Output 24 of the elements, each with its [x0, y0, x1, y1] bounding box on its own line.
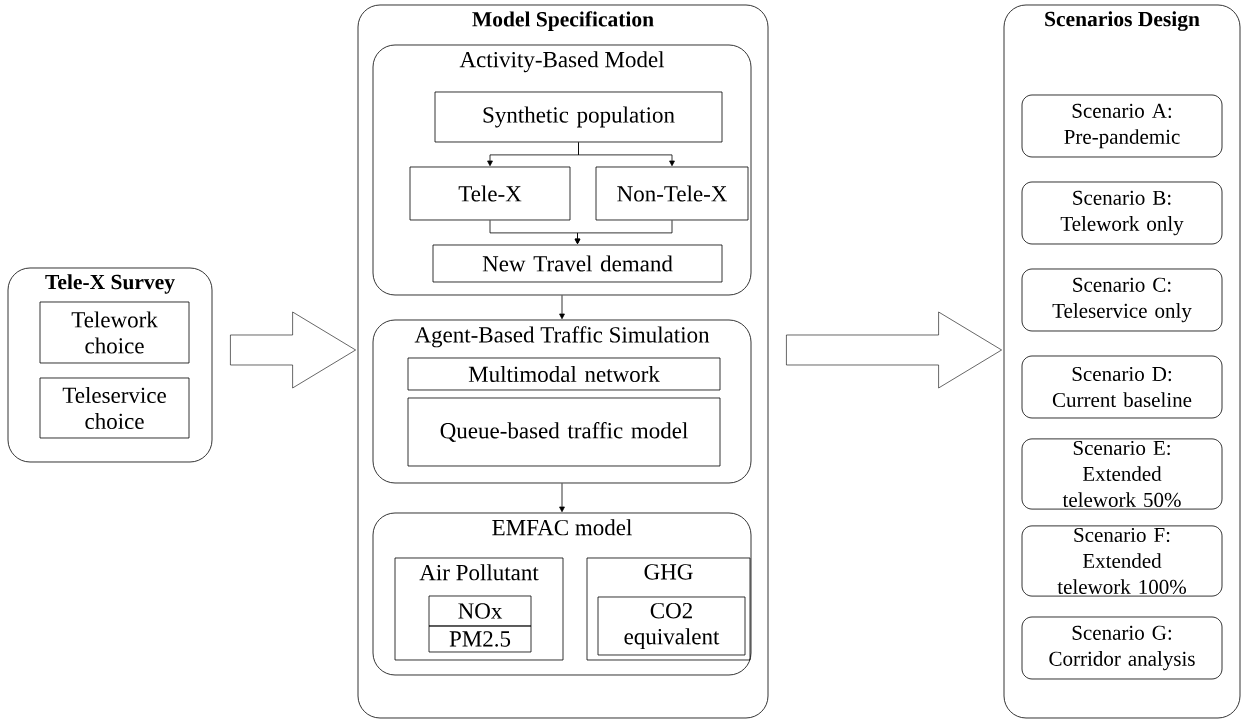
process-box: New Travel demand [432, 244, 723, 283]
process-box: Synthetic population [434, 91, 723, 143]
arrow [574, 220, 673, 245]
process-box: Non-Tele-X [595, 166, 749, 221]
pollutant-cell: CO2 equivalent [597, 596, 746, 656]
scenario-box: Scenario C: Teleservice only [1021, 268, 1223, 332]
arrow [559, 483, 565, 513]
scenario-box: Scenario D: Current baseline [1021, 355, 1223, 419]
scenario-box: Scenario F: Extended telework 100% [1021, 525, 1223, 597]
scenario-box: Scenario A: Pre-pandemic [1021, 94, 1223, 158]
block-arrow [230, 311, 356, 389]
choice-box: Telework choice [39, 301, 190, 364]
scenario-box: Scenario B: Telework only [1021, 181, 1223, 245]
pollutant-cell: PM2.5 [428, 625, 532, 653]
arrow [578, 142, 675, 167]
pollutant-cell: NOx [428, 595, 532, 627]
process-box: Multimodal network [407, 357, 721, 391]
process-box: Tele-X [409, 166, 571, 221]
scenario-box: Scenario E: Extended telework 50% [1021, 438, 1223, 510]
arrow [559, 295, 565, 320]
choice-box: Teleservice choice [39, 377, 190, 439]
block-arrow [786, 311, 1002, 389]
process-box: Queue-based traffic model [407, 397, 721, 467]
scenario-box: Scenario G: Corridor analysis [1021, 616, 1223, 680]
